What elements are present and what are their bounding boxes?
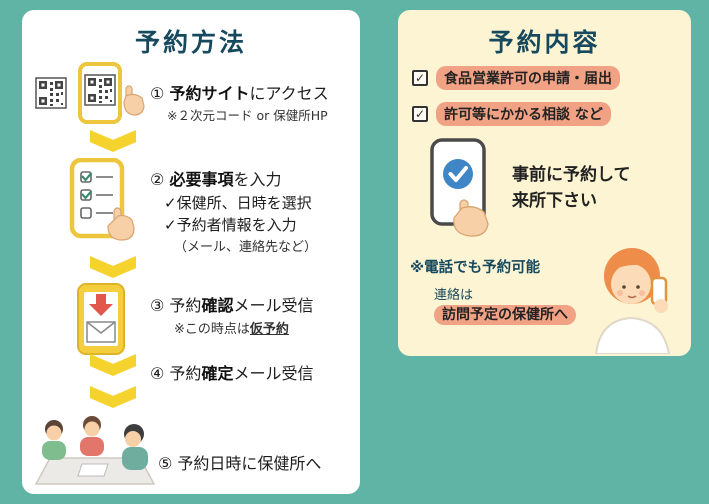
step-2-detail-1: ✓保健所、日時を選択 [164, 194, 312, 212]
step-3-label: ③ 予約確認メール受信 [150, 292, 313, 316]
step-2-label: ② 必要事項を入力 [150, 166, 281, 190]
step-2-rest: を入力 [233, 170, 282, 189]
step-4-prefix: ④ 予約 [150, 364, 202, 383]
advice-line-1: 事前に予約して [512, 165, 631, 185]
contact-prefix: 連絡は [434, 288, 474, 303]
step-4-label: ④ 予約確定メール受信 [150, 360, 313, 384]
step-1-label: ① 予約サイトにアクセス [150, 80, 329, 104]
checkbox-icon-1: ✓ [412, 70, 428, 86]
step-3-note-prefix: ※この時点は [174, 322, 250, 337]
content-item-1: ✓ 食品営業許可の申請・届出 [412, 66, 620, 90]
step-5-label: ⑤ 予約日時に保健所へ [158, 450, 321, 474]
reservation-method-title: 予約方法 [134, 28, 247, 57]
content-item-2: ✓ 許可等にかかる相談 など [412, 102, 611, 126]
reservation-method-panel: 予約方法 [22, 10, 360, 494]
contact-target: 訪問予定の保健所へ [434, 304, 576, 325]
step-2-detail-2: ✓予約者情報を入力 [164, 216, 297, 234]
content-item-2-label: 許可等にかかる相談 など [436, 102, 611, 126]
qr-code-phone-icon [34, 62, 146, 130]
step-1-number: ① [150, 84, 170, 103]
phone-check-icon [424, 138, 504, 247]
content-item-1-label: 食品営業許可の申請・届出 [436, 66, 620, 90]
step-4-rest: メール受信 [233, 364, 314, 383]
step-1-note: ※２次元コード or 保健所HP [167, 108, 328, 123]
down-arrow-icon-4 [90, 386, 136, 408]
advice-line-2: 来所下さい [512, 191, 597, 211]
step-2-detail-3: （メール、連絡先など） [174, 240, 318, 255]
down-arrow-icon-3 [90, 354, 136, 376]
step-3-note-underline: 仮予約 [249, 322, 289, 337]
step-4-emphasis: 確定 [201, 364, 234, 383]
phone-reservation-note: ※電話でも予約可能 [410, 260, 541, 276]
contact-target-label: 訪問予定の保健所へ [434, 305, 576, 325]
reservation-contents-panel: 予約内容 ✓ 食品営業許可の申請・届出 ✓ 許可等にかかる相談 など 事前に予約… [398, 10, 691, 356]
step-3-emphasis: 確認 [201, 296, 234, 315]
reservation-contents-title: 予約内容 [488, 28, 601, 57]
step-1-rest: にアクセス [249, 84, 329, 103]
step-3-rest: メール受信 [233, 296, 314, 315]
checkbox-icon-2: ✓ [412, 106, 428, 122]
step-3-prefix: ③ 予約 [150, 296, 202, 315]
people-at-health-center-icon [32, 408, 157, 496]
step-3-note: ※この時点は仮予約 [174, 318, 289, 337]
step-2-emphasis: 必要事項 [169, 170, 234, 189]
step-1-emphasis: 予約サイト [169, 84, 250, 103]
step-2-number: ② [150, 170, 170, 189]
woman-on-phone-icon [584, 240, 689, 358]
down-arrow-icon-1 [90, 130, 136, 152]
step-5-text: ⑤ 予約日時に保健所へ [158, 454, 322, 473]
phone-form-icon [66, 157, 144, 250]
phone-mail-icon [58, 282, 146, 362]
down-arrow-icon-2 [90, 256, 136, 278]
